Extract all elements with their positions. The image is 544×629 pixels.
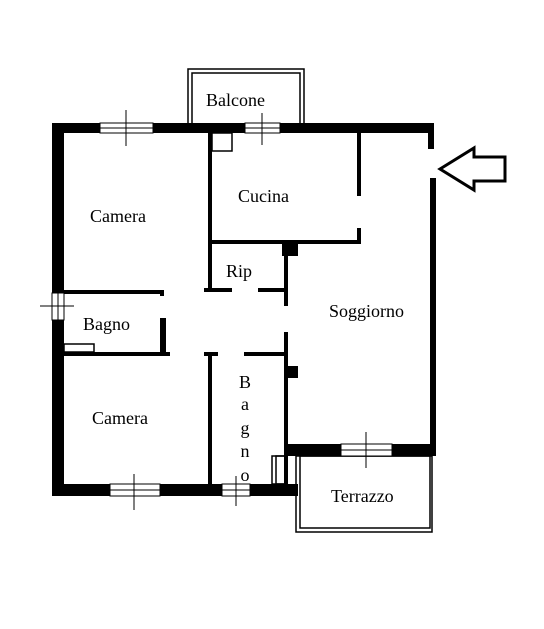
window-bedroom-bottom: [109, 474, 161, 510]
window-terrace: [340, 432, 393, 468]
window-kitchen: [244, 113, 281, 145]
window-bedroom-top: [99, 110, 154, 146]
label-terrace: Terrazzo: [331, 486, 394, 506]
window-bathroom-left: [40, 292, 74, 321]
label-bedroom-top: Camera: [90, 206, 146, 226]
label-bathroom-vertical-letter: B: [239, 372, 251, 392]
label-bathroom-vertical-letter: o: [241, 465, 250, 485]
label-bathroom-vertical-letter: g: [241, 418, 250, 438]
label-bedroom-bottom: Camera: [92, 408, 148, 428]
label-bathroom-vertical-letter: n: [241, 441, 250, 461]
label-living-room: Soggiorno: [329, 301, 404, 321]
label-storage: Rip: [226, 261, 252, 281]
label-balcony: Balcone: [206, 90, 265, 110]
window-bathroom-bottom: [221, 476, 251, 506]
interior-walls: [63, 132, 361, 485]
label-kitchen: Cucina: [238, 186, 289, 206]
label-bathroom-vertical: B a g n o: [239, 372, 251, 485]
entrance-arrow-icon: [437, 145, 507, 193]
label-bathroom-small: Bagno: [83, 314, 130, 334]
label-bathroom-vertical-letter: a: [241, 394, 249, 414]
windows: [40, 110, 393, 510]
exterior-walls: [52, 123, 436, 496]
